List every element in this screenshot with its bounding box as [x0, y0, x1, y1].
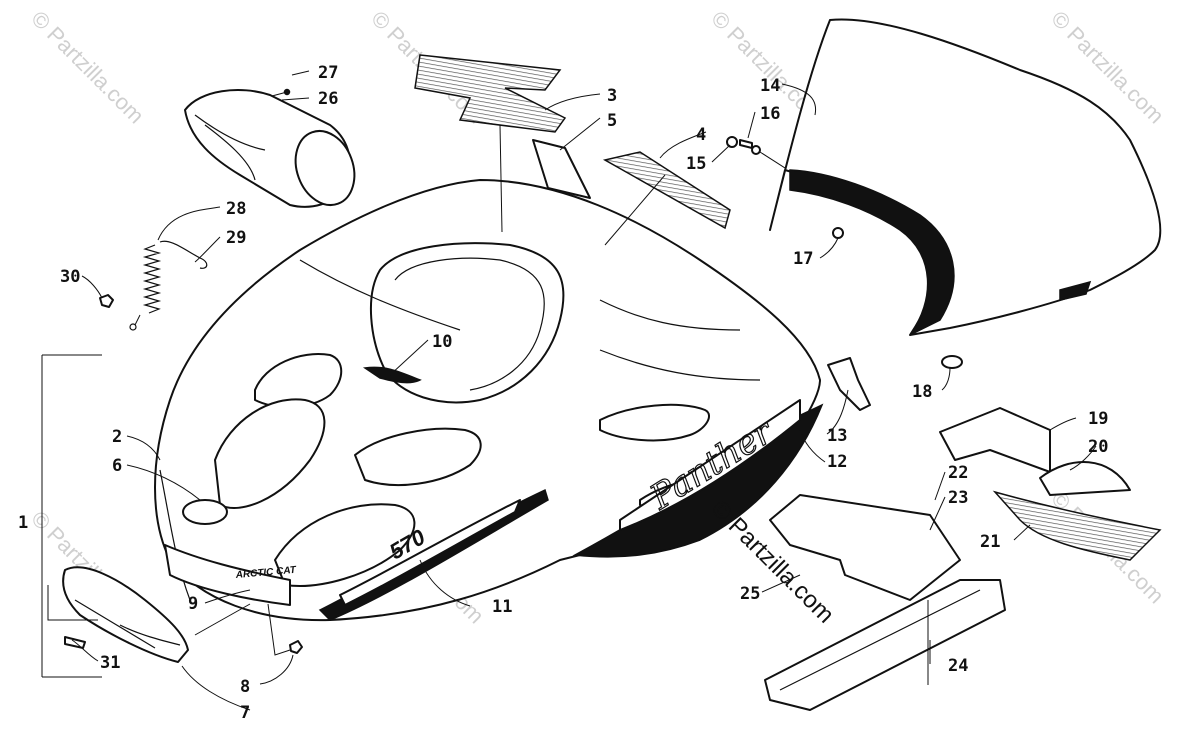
callout-14: 14 [760, 76, 780, 96]
callout-23: 23 [948, 488, 968, 508]
callout-labels: 1 2 3 4 5 6 7 8 9 10 11 12 13 14 15 16 1… [18, 63, 1108, 723]
callout-15: 15 [686, 154, 706, 174]
windshield [769, 18, 1162, 336]
callout-1: 1 [18, 513, 28, 533]
callout-28: 28 [226, 199, 246, 219]
decal-5 [532, 139, 591, 199]
callout-27: 27 [318, 63, 338, 83]
headlight-housing [184, 88, 356, 208]
callout-3: 3 [607, 86, 617, 106]
decal-20 [1039, 461, 1131, 496]
hood-decal-3 [414, 54, 567, 133]
bracket-13 [827, 357, 871, 411]
decal-21 [992, 490, 1162, 561]
front-bumper [62, 566, 189, 663]
callout-18: 18 [912, 382, 932, 402]
callout-9: 9 [188, 594, 198, 614]
spring-assembly [99, 240, 208, 331]
callout-20: 20 [1088, 437, 1108, 457]
callout-4: 4 [696, 125, 706, 145]
callout-17: 17 [793, 249, 813, 269]
callout-10: 10 [432, 332, 452, 352]
callout-24: 24 [948, 656, 968, 676]
callout-30: 30 [60, 267, 80, 287]
leaders [47, 70, 1097, 711]
callout-22: 22 [948, 463, 968, 483]
brand-decal: ARCTIC CAT [234, 565, 297, 581]
callout-2: 2 [112, 427, 122, 447]
callout-8: 8 [240, 677, 250, 697]
callout-29: 29 [226, 228, 246, 248]
callout-12: 12 [827, 452, 847, 472]
callout-21: 21 [980, 532, 1000, 552]
watermark-1: © Partzilla.com [26, 6, 149, 129]
decal-4 [602, 151, 731, 230]
hood: Panther 570 ARCTIC CAT [154, 179, 824, 622]
group-bracket-1 [41, 354, 102, 678]
callout-13: 13 [827, 426, 847, 446]
callout-7: 7 [240, 703, 250, 723]
callout-19: 19 [1088, 409, 1108, 429]
callout-6: 6 [112, 456, 122, 476]
callout-5: 5 [607, 111, 617, 131]
screw-8 [289, 640, 303, 654]
tunnel-assembly [764, 494, 1006, 711]
grommet-18 [941, 355, 963, 369]
callout-25: 25 [740, 584, 760, 604]
callout-26: 26 [318, 89, 338, 109]
callout-31: 31 [100, 653, 120, 673]
callout-16: 16 [760, 104, 780, 124]
callout-11: 11 [492, 597, 512, 617]
